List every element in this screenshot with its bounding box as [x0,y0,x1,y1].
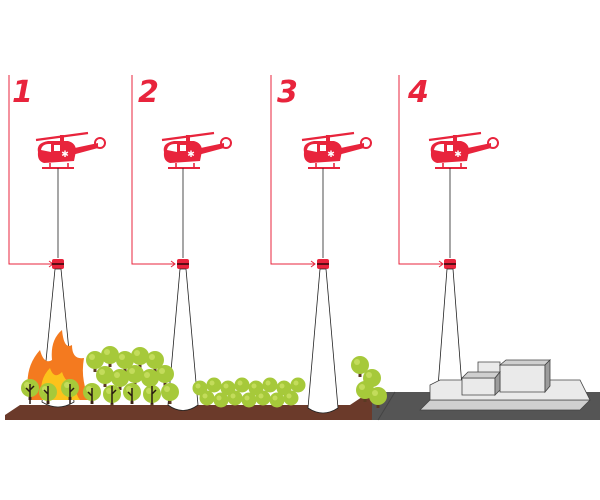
leader-line [131,75,175,265]
step-number: 3 [277,75,298,110]
step-2: 2 [131,75,176,268]
helicopter-icon [34,131,107,170]
water-drop [167,268,199,411]
step-4: 4 [398,75,444,268]
leader-line [270,75,315,265]
bucket-icon [317,259,329,269]
helicopter-icon [300,131,373,170]
step-number: 1 [12,75,33,110]
helicopter-icon [427,131,500,170]
leader-line [8,75,53,265]
step-number: 4 [407,75,429,110]
step-number: 2 [138,75,159,110]
helicopter-icon [160,131,233,170]
helicopter-unit-3 [300,131,373,414]
step-1: 1 [8,75,54,268]
step-3: 3 [270,75,316,268]
building-icon [419,359,591,411]
forest-fire-scene [21,330,179,406]
shrubland-scene [192,377,306,408]
helicopter-unit-2 [160,131,233,411]
bucket-icon [444,259,456,269]
bucket-icon [177,259,189,269]
bucket-icon [52,259,64,269]
water-drop [307,268,339,414]
leader-line [398,75,443,265]
